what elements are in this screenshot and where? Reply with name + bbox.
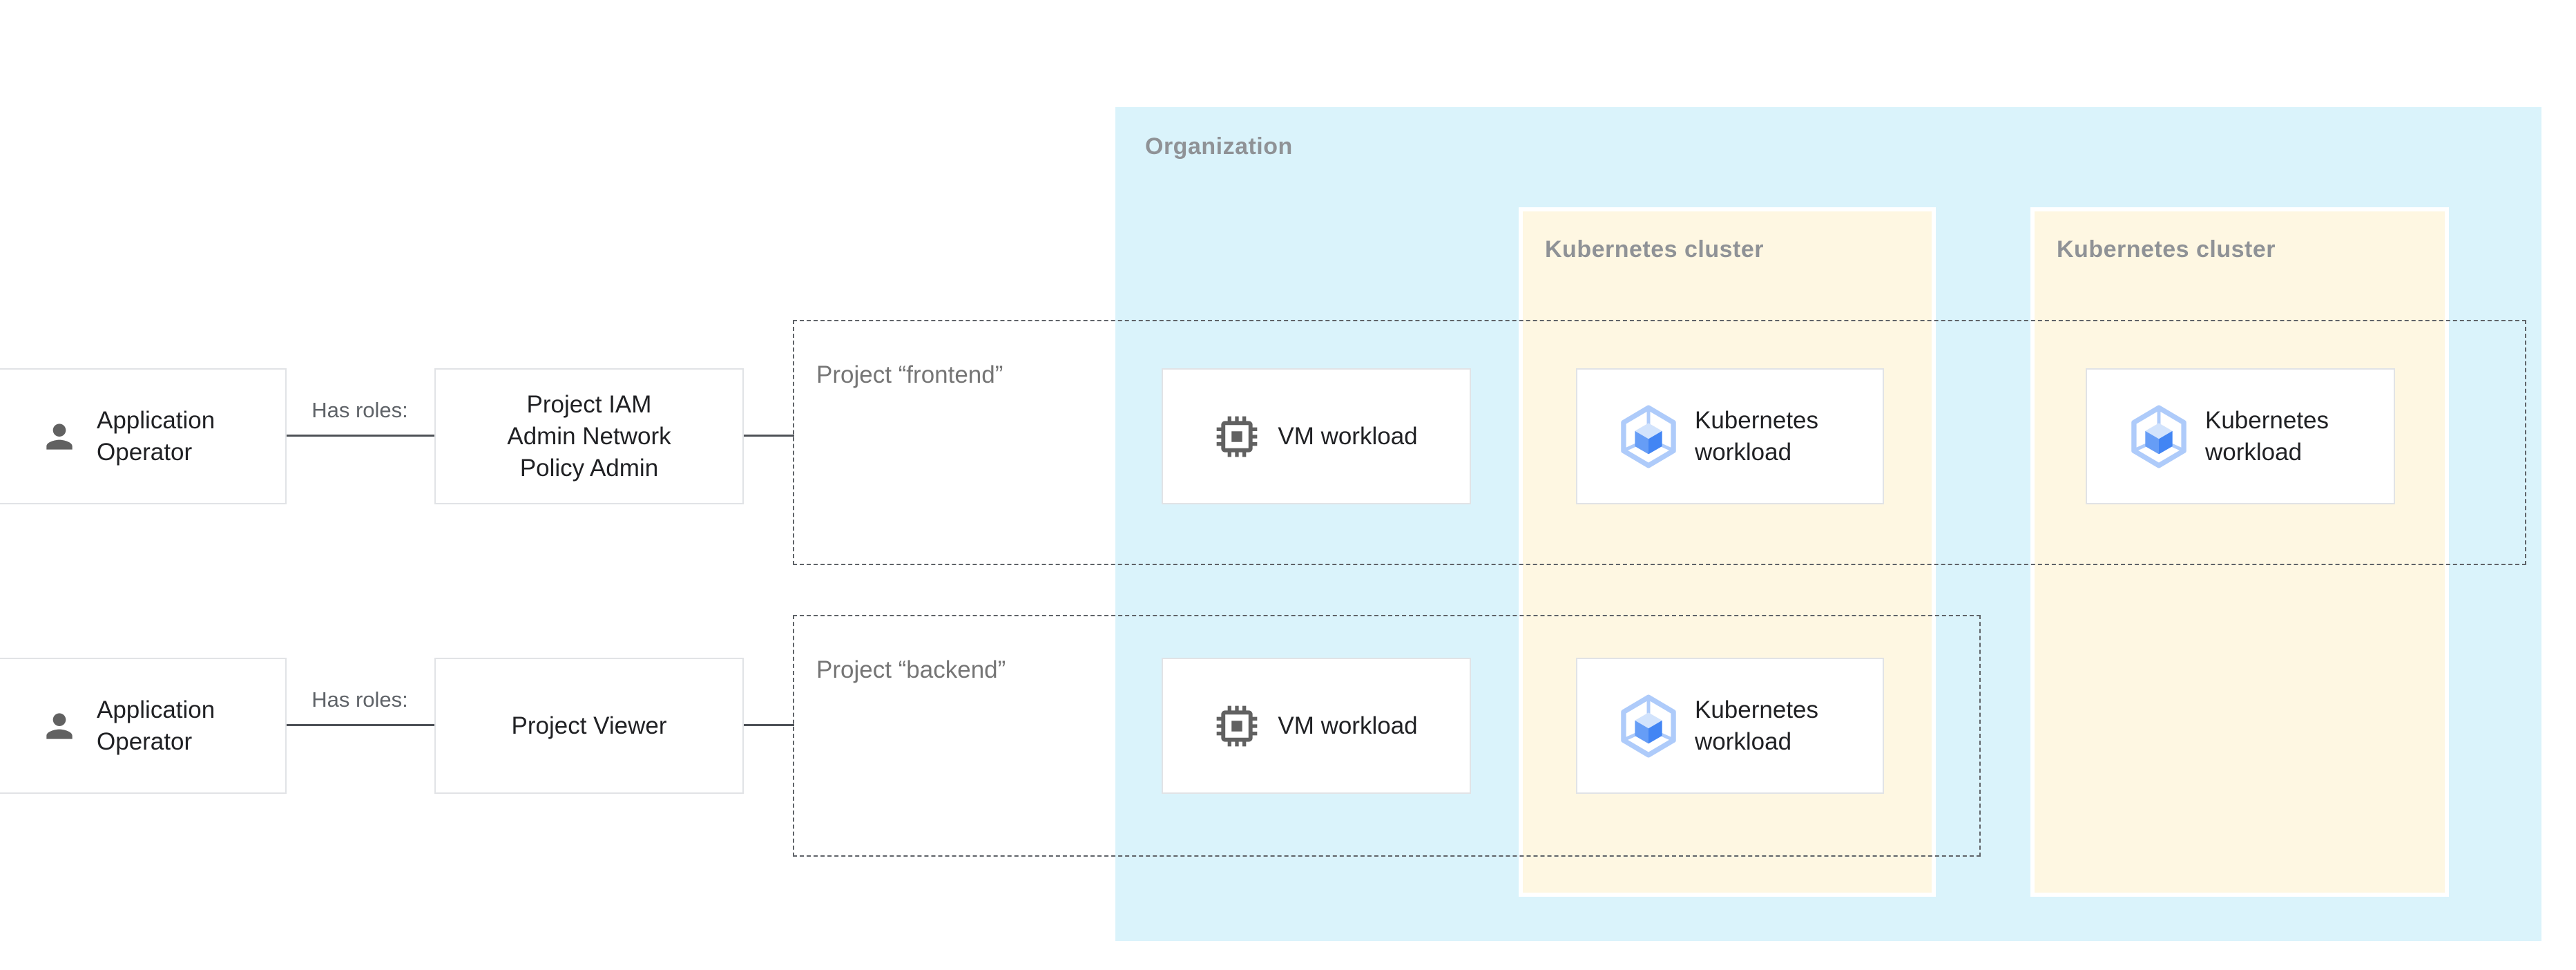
- kubernetes-cluster-1-label: Kubernetes cluster: [1545, 236, 1764, 263]
- kubernetes-cluster-2-container: Kubernetes cluster: [2030, 207, 2449, 897]
- kubernetes-workload-node-2: Kubernetes workload: [2086, 368, 2395, 504]
- kubernetes-cluster-2-label: Kubernetes cluster: [2057, 236, 2276, 263]
- project-backend-boundary: Project “backend”: [793, 615, 1981, 857]
- vm-workload-label: VM workload: [1278, 422, 1418, 450]
- role-node-project-viewer: Project Viewer: [434, 658, 744, 794]
- vm-workload-node-2: VM workload: [1162, 658, 1471, 794]
- role-label: Project Viewer: [511, 712, 667, 739]
- connector-operator1-role1: [285, 435, 434, 437]
- connector-role2-backend: [744, 724, 794, 726]
- project-backend-label: Project “backend”: [816, 656, 1006, 683]
- has-roles-label-2: Has roles:: [311, 687, 408, 712]
- project-frontend-boundary: Project “frontend”: [793, 320, 2526, 565]
- application-operator-node-2: Application Operator: [0, 658, 287, 794]
- application-operator-label: Application Operator: [97, 696, 215, 755]
- gke-hexagon-icon: [2131, 404, 2186, 468]
- application-operator-node-1: Application Operator: [0, 368, 287, 504]
- kubernetes-workload-node-1: Kubernetes workload: [1576, 368, 1884, 504]
- vm-workload-label: VM workload: [1278, 712, 1418, 739]
- connector-operator2-role2: [285, 724, 434, 726]
- vm-chip-icon: [1217, 416, 1258, 457]
- organization-label: Organization: [1145, 133, 1293, 160]
- application-operator-label: Application Operator: [97, 406, 215, 466]
- kubernetes-workload-label: Kubernetes workload: [1695, 406, 1819, 466]
- kubernetes-workload-label: Kubernetes workload: [2205, 406, 2329, 466]
- kubernetes-workload-node-3: Kubernetes workload: [1576, 658, 1884, 794]
- connector-role1-frontend: [744, 435, 794, 437]
- kubernetes-workload-label: Kubernetes workload: [1695, 696, 1819, 755]
- person-icon: [46, 423, 73, 450]
- gke-hexagon-icon: [1621, 404, 1676, 468]
- person-icon: [46, 712, 73, 739]
- project-frontend-label: Project “frontend”: [816, 361, 1003, 388]
- vm-chip-icon: [1217, 705, 1258, 746]
- gke-hexagon-icon: [1621, 694, 1676, 758]
- role-label: Project IAM Admin Network Policy Admin: [507, 390, 671, 482]
- has-roles-label-1: Has roles:: [311, 398, 408, 422]
- role-node-project-iam-admin: Project IAM Admin Network Policy Admin: [434, 368, 744, 504]
- vm-workload-node-1: VM workload: [1162, 368, 1471, 504]
